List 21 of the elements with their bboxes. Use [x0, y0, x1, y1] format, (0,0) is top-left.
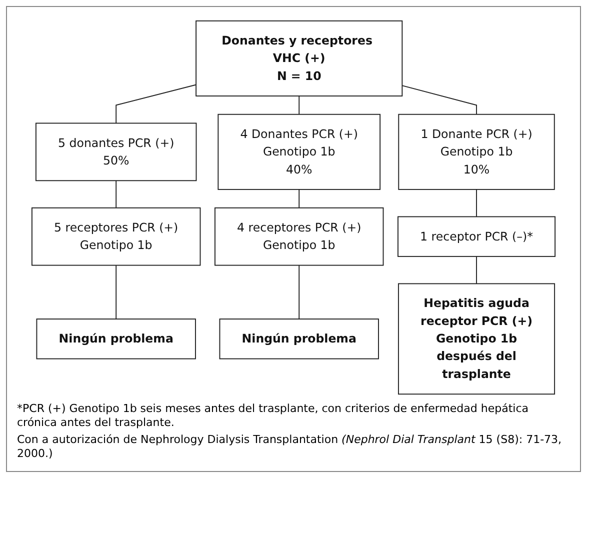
connector	[116, 180, 117, 208]
footnote-text: *PCR (+) Genotipo 1b seis meses antes del trasplante, con criterios de enfermedad hepática crónica antes del trasplante.	[17, 402, 530, 431]
connector	[476, 188, 477, 218]
node-box: 5 donantes PCR (+) 50%	[35, 122, 197, 182]
node-box: Donantes y receptores VHC (+) N = 10	[196, 20, 403, 96]
connector	[298, 188, 300, 208]
node-box: 5 receptores PCR (+) Genotipo 1b	[31, 207, 201, 266]
connector	[298, 264, 300, 320]
node-box: Ningún problema	[219, 318, 379, 360]
node-box: Hepatitis aguda receptor PCR (+) Genotipo 1b después del trasplante	[398, 283, 556, 395]
node-box: 1 receptor PCR (–)*	[398, 216, 556, 257]
footnote-text: Con a autorización de Nephrology Dialysis Transplantation (Nephrol Dial Transplant 15 (S8): 71-73, 2000.)	[17, 432, 563, 462]
node-box: 4 receptores PCR (+) Genotipo 1b	[214, 207, 384, 266]
connector	[298, 96, 300, 115]
connector	[402, 85, 477, 115]
connector	[116, 264, 117, 320]
node-box: Ningún problema	[36, 318, 196, 360]
connector	[116, 84, 197, 124]
connector	[476, 256, 477, 284]
node-box: 1 Donante PCR (+) Genotipo 1b 10%	[398, 114, 555, 190]
node-box: 4 Donantes PCR (+) Genotipo 1b 40%	[218, 114, 381, 190]
